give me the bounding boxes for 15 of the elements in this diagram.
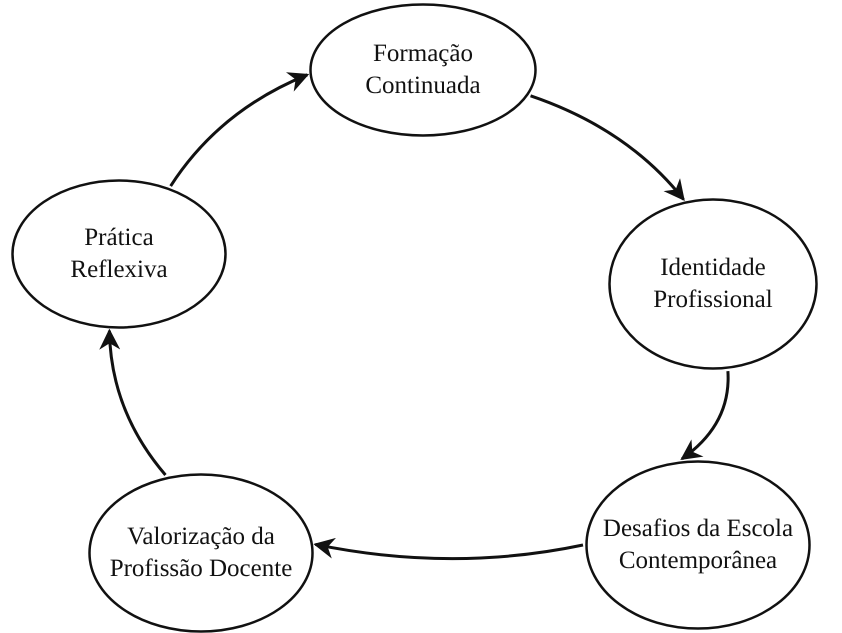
- node-label: Desafios da Escola Contemporânea: [602, 514, 794, 576]
- ellipse-node: [11, 179, 227, 329]
- node-label: Formação Continuada: [364, 38, 482, 101]
- curved-arrow: [313, 538, 584, 560]
- ellipse-node: [309, 3, 537, 137]
- ellipse-node: [608, 198, 818, 370]
- curved-arrow: [169, 72, 310, 187]
- node-label: Identidade Profissional: [652, 252, 774, 315]
- curved-arrow: [530, 94, 685, 202]
- ellipse-node: [88, 473, 314, 633]
- curved-arrow: [680, 371, 730, 460]
- node-label: Valorização da Profissão Docente: [108, 522, 294, 584]
- curved-arrow: [100, 328, 167, 476]
- ellipse-node: [585, 460, 811, 630]
- node-label: Prática Reflexiva: [69, 222, 169, 285]
